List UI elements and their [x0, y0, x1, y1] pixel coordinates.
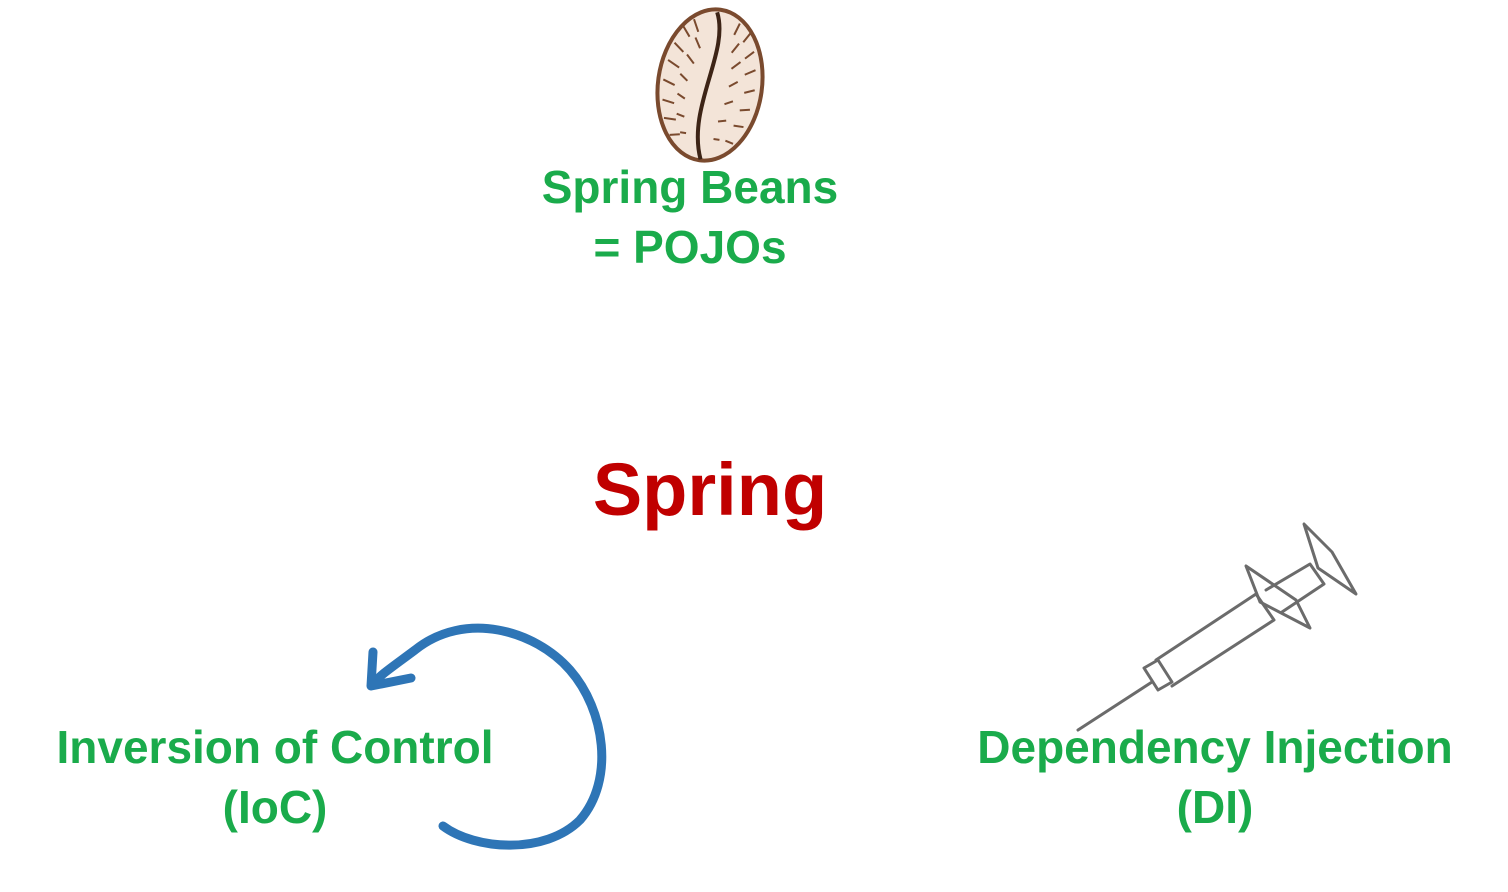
- ioc-line1: Inversion of Control: [56, 721, 494, 773]
- spring-beans-line2: = POJOs: [593, 220, 787, 273]
- spring-title: Spring: [592, 448, 828, 531]
- ioc-label: Inversion of Control (IoC): [10, 718, 540, 838]
- ioc-line2: (IoC): [222, 780, 328, 833]
- di-line1: Dependency Injection: [977, 721, 1453, 773]
- di-label: Dependency Injection (DI): [930, 718, 1500, 838]
- syringe-icon: [1076, 522, 1358, 732]
- spring-beans-label: Spring Beans = POJOs: [490, 158, 890, 278]
- coffee-bean-icon: [655, 7, 765, 163]
- di-line2: (DI): [1176, 780, 1254, 833]
- spring-beans-line1: Spring Beans: [541, 161, 839, 213]
- circular-arrow-icon: [366, 623, 607, 850]
